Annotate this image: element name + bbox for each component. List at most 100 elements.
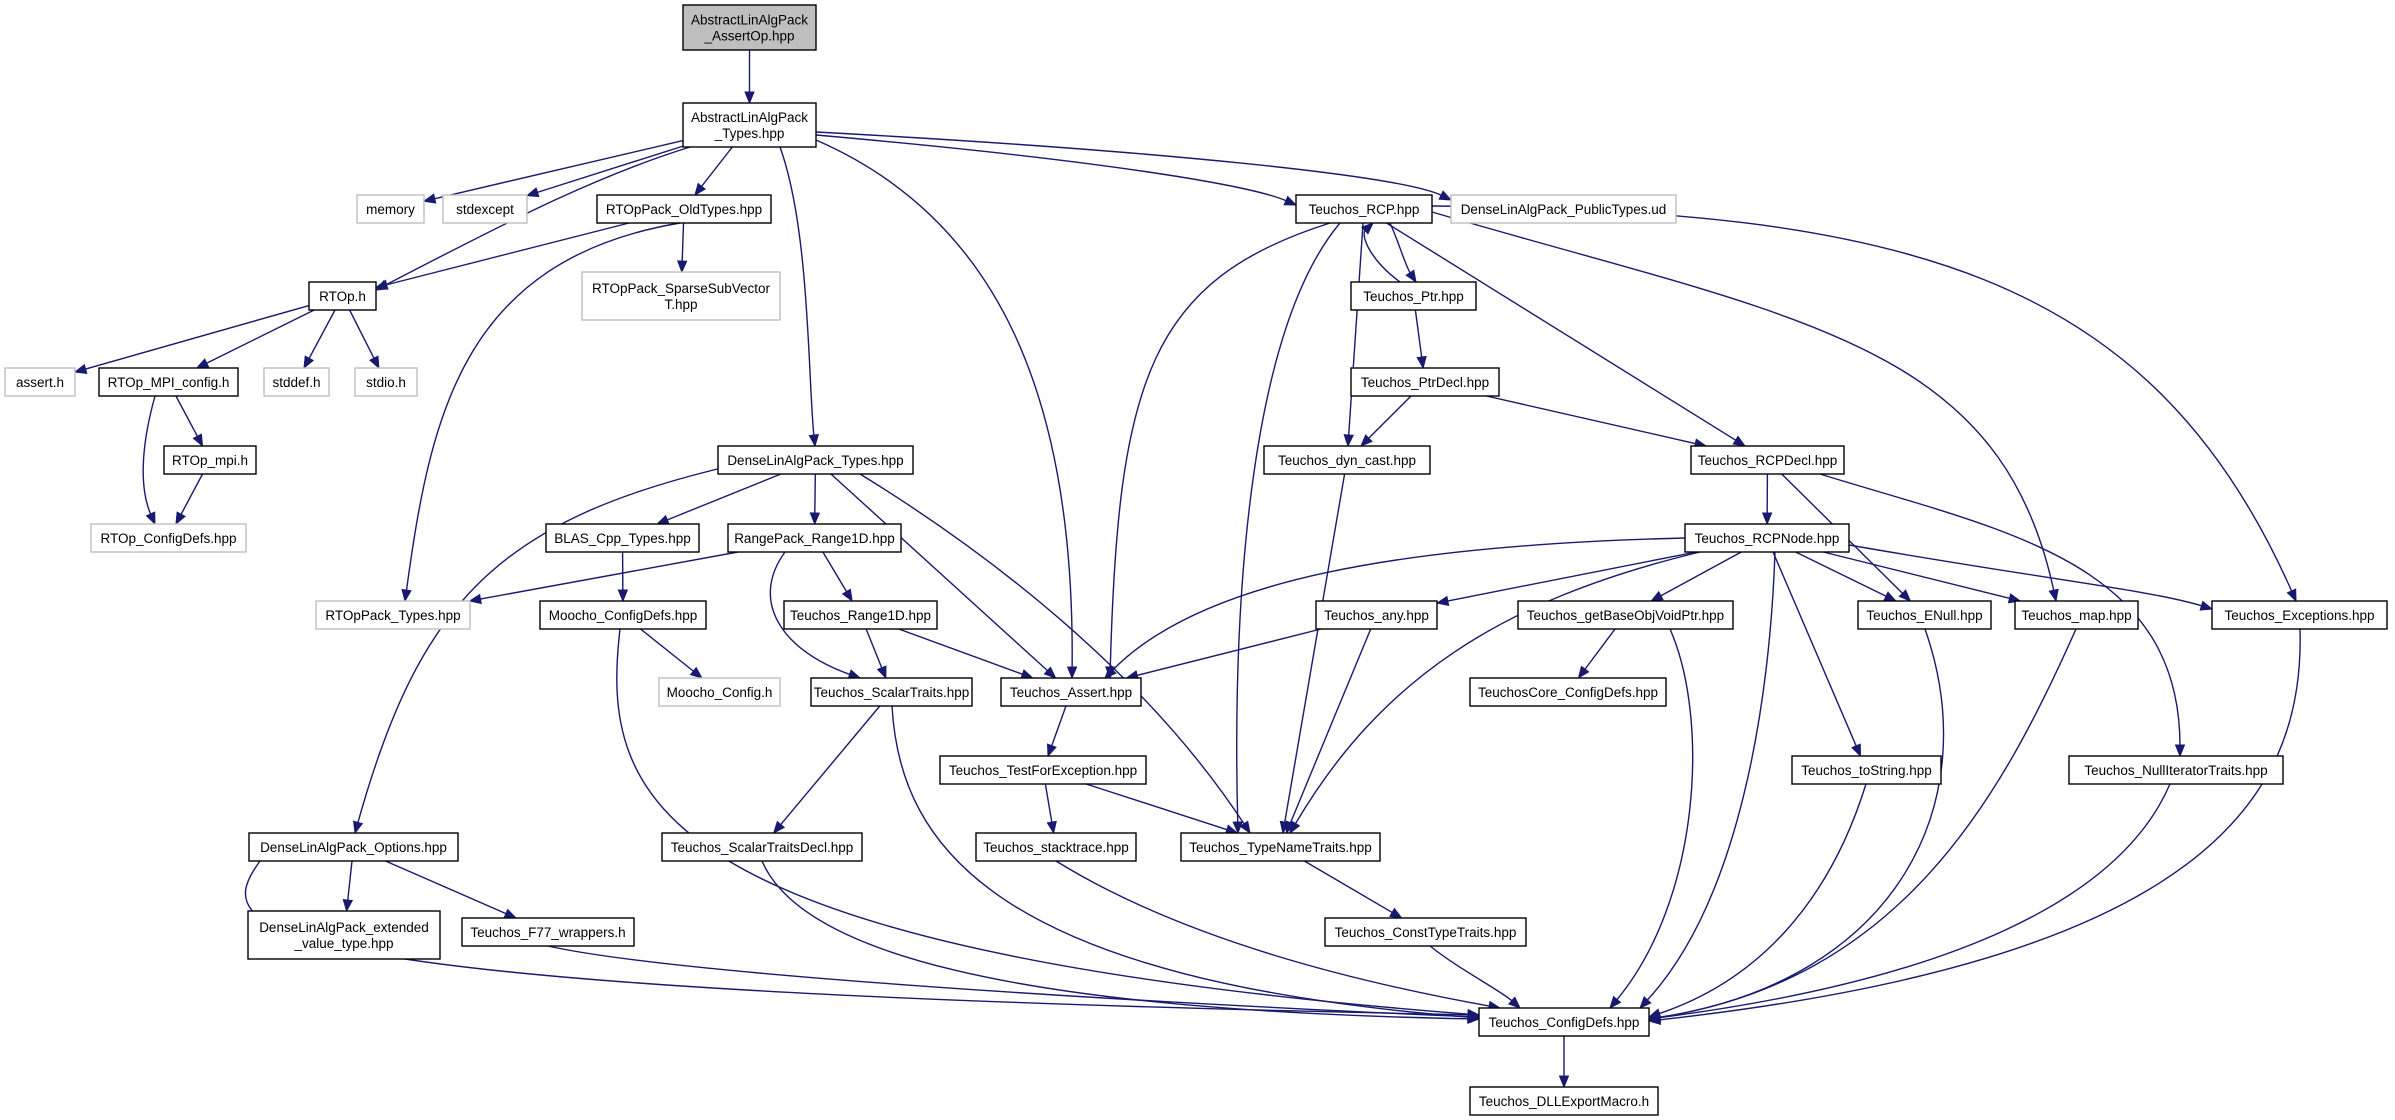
- node-box: [1350, 281, 1477, 311]
- node-typenametraits[interactable]: Teuchos_TypeNameTraits.hpp: [1180, 832, 1381, 862]
- node-box: [308, 281, 377, 311]
- node-label: stdio.h: [366, 375, 406, 390]
- node-range1d[interactable]: Teuchos_Range1D.hpp: [783, 600, 938, 630]
- edge-rcpnode-to-exceptions: [1848, 544, 2214, 611]
- edge-alap_types-to-memory: [422, 139, 684, 204]
- node-label: assert.h: [16, 375, 64, 390]
- node-nulliteratortraits[interactable]: Teuchos_NullIteratorTraits.hpp: [2068, 755, 2284, 785]
- node-label: _AssertOp.hpp: [703, 29, 794, 44]
- node-alap-types[interactable]: AbstractLinAlgPack_Types.hpp: [682, 102, 817, 148]
- node-ptrdecl[interactable]: Teuchos_PtrDecl.hpp: [1350, 367, 1500, 397]
- arrowhead: [1898, 589, 1912, 602]
- arrowhead: [2286, 588, 2297, 603]
- node-dlap-extended[interactable]: DenseLinAlgPack_extended_value_type.hpp: [247, 910, 441, 960]
- node-getbaseobj[interactable]: Teuchos_getBaseObjVoidPtr.hpp: [1517, 600, 1734, 630]
- node-rtoppack-oldtypes[interactable]: RTOpPack_OldTypes.hpp: [596, 194, 772, 224]
- node-mpi-config[interactable]: RTOp_MPI_config.h: [98, 367, 239, 397]
- edge-tostring-to-configdefs: [1647, 783, 1867, 1019]
- arrowhead: [689, 666, 703, 679]
- node-configdefs[interactable]: Teuchos_ConfigDefs.hpp: [1478, 1007, 1650, 1037]
- node-rangepack[interactable]: RangePack_Range1D.hpp: [727, 523, 902, 553]
- arrowhead: [809, 512, 821, 526]
- node-box: [1857, 600, 1992, 630]
- node-box: [263, 367, 330, 397]
- node-any[interactable]: Teuchos_any.hpp: [1315, 600, 1438, 630]
- node-box: [4, 367, 76, 397]
- edge-alap_types-to-stdexcept: [525, 145, 684, 198]
- node-label: Teuchos_map.hpp: [2021, 608, 2131, 623]
- node-box: [1295, 194, 1433, 224]
- node-ptr[interactable]: Teuchos_Ptr.hpp: [1350, 281, 1477, 311]
- node-label: _value_type.hpp: [293, 936, 393, 951]
- node-label: TeuchosCore_ConfigDefs.hpp: [1478, 685, 1658, 700]
- node-exceptions[interactable]: Teuchos_Exceptions.hpp: [2211, 600, 2388, 630]
- node-box: [717, 445, 914, 475]
- arrowhead: [1360, 222, 1374, 235]
- node-stacktrace[interactable]: Teuchos_stacktrace.hpp: [975, 832, 1137, 862]
- node-scalartraitsdecl[interactable]: Teuchos_ScalarTraitsDecl.hpp: [661, 832, 863, 862]
- node-enull[interactable]: Teuchos_ENull.hpp: [1857, 600, 1992, 630]
- node-dyncast[interactable]: Teuchos_dyn_cast.hpp: [1263, 445, 1431, 475]
- node-box: [1315, 600, 1438, 630]
- node-assert[interactable]: Teuchos_Assert.hpp: [1000, 677, 1142, 707]
- edge-rcpnode-to-any: [1435, 551, 1697, 606]
- edge-rangepack-to-rtoppack_types: [468, 551, 738, 605]
- node-rcpdecl[interactable]: Teuchos_RCPDecl.hpp: [1690, 445, 1845, 475]
- node-box: [1791, 755, 1942, 785]
- node-f77[interactable]: Teuchos_F77_wrappers.h: [461, 917, 635, 947]
- node-dlap-types[interactable]: DenseLinAlgPack_Types.hpp: [717, 445, 914, 475]
- node-rtop-h[interactable]: RTOp.h: [308, 281, 377, 311]
- node-stdio: stdio.h: [354, 367, 418, 397]
- node-box: [727, 523, 902, 553]
- node-box: [315, 600, 471, 630]
- edge-rtoppack_oldtypes-to-rtoppack_types: [401, 222, 681, 603]
- node-rtop-mpi[interactable]: RTOp_mpi.h: [163, 445, 257, 475]
- node-assertop[interactable]: AbstractLinAlgPack_AssertOp.hpp: [682, 4, 817, 51]
- node-box: [247, 910, 441, 960]
- node-consttypetraits[interactable]: Teuchos_ConstTypeTraits.hpp: [1324, 917, 1527, 947]
- node-dlap-options[interactable]: DenseLinAlgPack_Options.hpp: [248, 832, 459, 862]
- node-label: Moocho_ConfigDefs.hpp: [549, 608, 698, 623]
- edge-dlap_options-to-dlap_extended: [342, 860, 354, 913]
- edge-dlap_types-to-blas_cpp: [655, 473, 782, 525]
- node-label: Teuchos_NullIteratorTraits.hpp: [2084, 763, 2267, 778]
- edge-rcpnode-to-assert: [1104, 537, 1686, 679]
- arrowhead: [876, 665, 887, 680]
- node-box: [354, 367, 418, 397]
- node-blas-cpp[interactable]: BLAS_Cpp_Types.hpp: [545, 523, 700, 553]
- edge-testforexception-to-stacktrace: [1044, 783, 1057, 835]
- node-rcpnode[interactable]: Teuchos_RCPNode.hpp: [1684, 523, 1850, 553]
- arrowhead: [195, 358, 210, 369]
- edge-blas_cpp-to-moocho_configdefs: [617, 551, 629, 603]
- node-teuchoscore-configdefs[interactable]: TeuchosCore_ConfigDefs.hpp: [1469, 677, 1667, 707]
- node-label: Teuchos_dyn_cast.hpp: [1278, 453, 1416, 468]
- node-label: RTOp_mpi.h: [172, 453, 248, 468]
- edge-rcpdecl-to-rcpnode: [1761, 473, 1773, 526]
- node-label: Teuchos_ConstTypeTraits.hpp: [1335, 925, 1517, 940]
- node-scalartraits[interactable]: Teuchos_ScalarTraits.hpp: [810, 677, 973, 707]
- node-testforexception[interactable]: Teuchos_TestForException.hpp: [939, 755, 1147, 785]
- node-rtoppack-types: RTOpPack_Types.hpp: [315, 600, 471, 630]
- edge-dlap_options-to-f77: [385, 860, 518, 919]
- node-box: [975, 832, 1137, 862]
- arrowhead: [676, 260, 688, 274]
- arrowhead: [1467, 1011, 1481, 1022]
- node-rcp[interactable]: Teuchos_RCP.hpp: [1295, 194, 1433, 224]
- node-moocho-configdefs[interactable]: Moocho_ConfigDefs.hpp: [539, 600, 707, 630]
- arrowhead: [1046, 820, 1057, 835]
- edge-ptr-to-ptrdecl: [1414, 309, 1427, 370]
- arrowhead: [2199, 600, 2214, 611]
- nodes-layer: AbstractLinAlgPack_AssertOp.hppAbstractL…: [4, 4, 2388, 1116]
- node-map[interactable]: Teuchos_map.hpp: [2014, 600, 2139, 630]
- edge-scalartraits-to-scalartraitsdecl: [772, 705, 881, 835]
- node-dllexport[interactable]: Teuchos_DLLExportMacro.h: [1469, 1086, 1659, 1116]
- arrowhead: [1435, 595, 1450, 606]
- arrowhead: [1416, 355, 1427, 370]
- node-label: DenseLinAlgPack_Types.hpp: [727, 453, 903, 468]
- edge-nulliteratortraits-to-configdefs: [1647, 783, 2171, 1023]
- node-label: RTOpPack_Types.hpp: [325, 608, 460, 623]
- node-tostring[interactable]: Teuchos_toString.hpp: [1791, 755, 1942, 785]
- edge-ptrdecl-to-rcpdecl: [1486, 395, 1708, 449]
- edge-getbaseobj-to-teuchoscore_configdefs: [1577, 628, 1616, 680]
